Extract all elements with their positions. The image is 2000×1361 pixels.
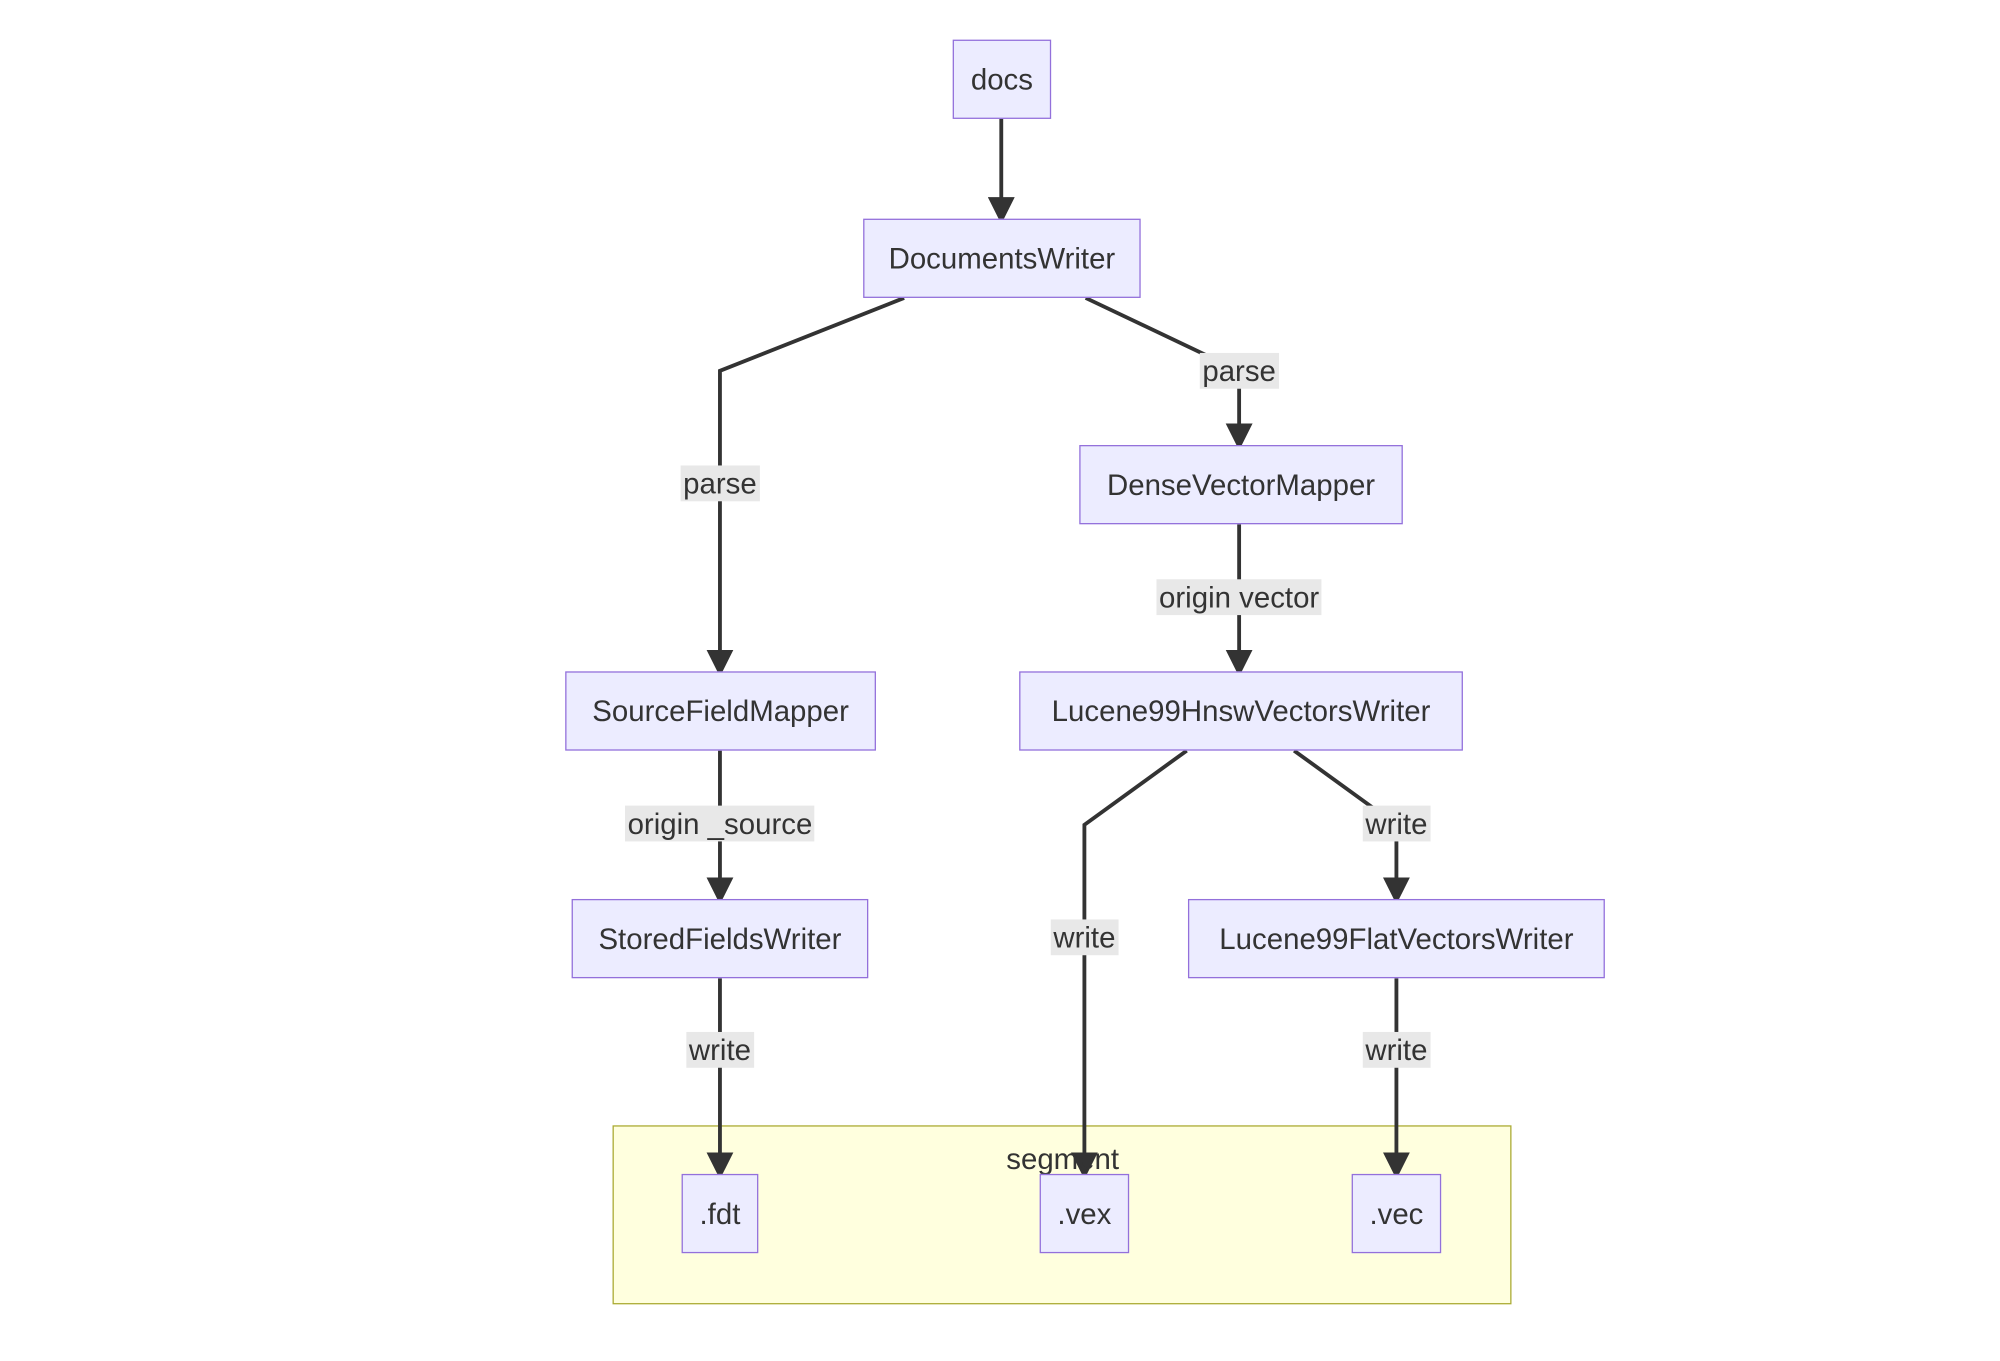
edge-label-write-vec: write [1362, 1031, 1431, 1068]
node-docs[interactable]: docs [952, 39, 1052, 119]
node-documents-writer[interactable]: DocumentsWriter [863, 218, 1141, 298]
edge-hnswwriter-to-vex [1070, 749, 1188, 1180]
edge-label-origin-vector: origin vector [1156, 579, 1322, 616]
node-vec[interactable]: .vec [1351, 1173, 1442, 1254]
node-vex[interactable]: .vex [1039, 1173, 1130, 1254]
edge-label-write-vex: write [1050, 919, 1119, 956]
edge-label-parse-left: parse [680, 465, 760, 502]
edge-label-origin-source: origin _source [625, 805, 815, 842]
node-stored-fields-writer[interactable]: StoredFieldsWriter [571, 898, 869, 979]
node-dense-vector-mapper[interactable]: DenseVectorMapper [1079, 445, 1403, 525]
segment-cluster-label: segment [1006, 1141, 1120, 1176]
edge-label-write-fdt: write [686, 1031, 754, 1068]
edge-label-parse-right: parse [1199, 352, 1279, 389]
node-lucene99-flat-vectors-writer[interactable]: Lucene99FlatVectorsWriter [1187, 898, 1605, 979]
edge-label-write-flat: write [1362, 805, 1431, 842]
node-source-field-mapper[interactable]: SourceFieldMapper [565, 671, 876, 751]
node-fdt[interactable]: .fdt [681, 1173, 759, 1254]
node-lucene99-hnsw-vectors-writer[interactable]: Lucene99HnswVectorsWriter [1019, 671, 1463, 751]
edge-documentswriter-to-sourcefieldmapper [706, 296, 905, 677]
